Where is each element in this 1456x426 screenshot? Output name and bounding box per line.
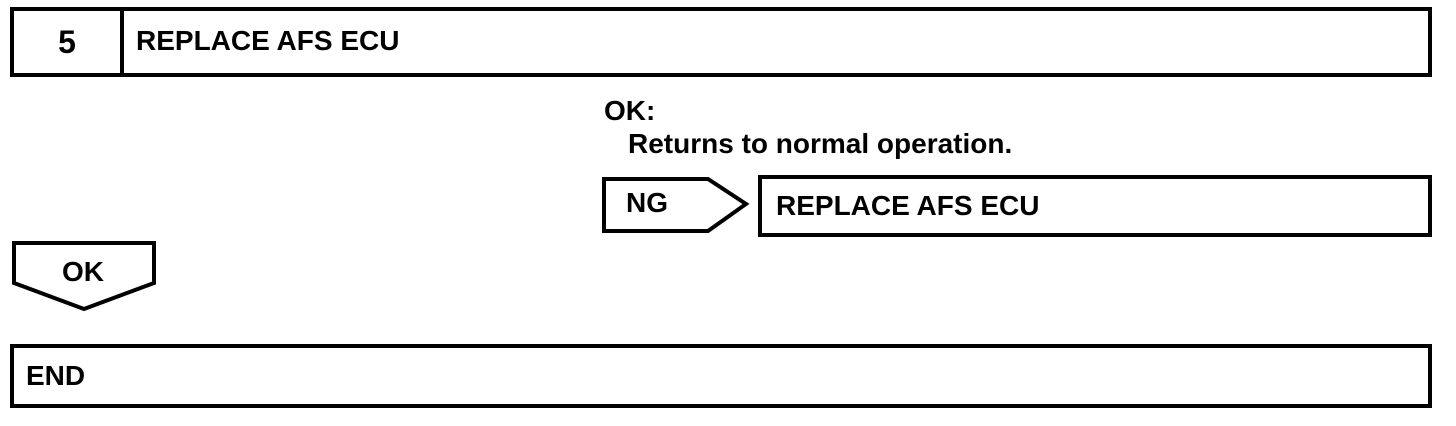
ok-arrow-label: OK [62, 256, 104, 287]
ok-condition-label: OK: [604, 95, 656, 126]
step-number: 5 [58, 24, 76, 60]
end-box [10, 344, 1432, 408]
step-title: REPLACE AFS ECU [136, 25, 400, 56]
step-divider [120, 7, 124, 77]
end-label: END [26, 360, 86, 391]
ng-action-text: REPLACE AFS ECU [776, 190, 1040, 221]
ok-down-arrow-icon [12, 241, 156, 312]
ng-arrow-icon [602, 177, 750, 233]
ng-label: NG [626, 187, 668, 218]
step-box [10, 7, 1432, 77]
ok-condition-description: Returns to normal operation. [628, 128, 1013, 159]
ng-action-box [758, 175, 1432, 237]
